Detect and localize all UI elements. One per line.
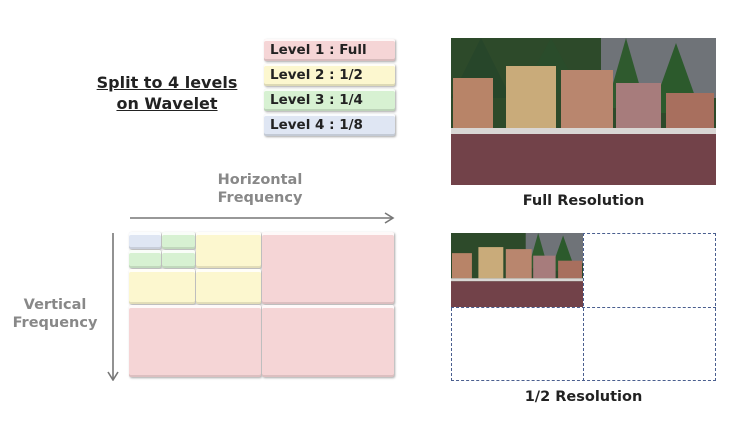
title-line-1: Split to 4 levels (96, 73, 238, 92)
vertical-frequency-label: Vertical Frequency (10, 296, 100, 332)
level-legend: Level 1 : Full Level 2 : 1/2 Level 3 : 1… (264, 39, 395, 139)
subband-level-2 (195, 268, 261, 304)
vertical-label-line-1: Vertical (23, 297, 87, 313)
village-photo-full (451, 38, 716, 185)
title-line-2: on Wavelet (116, 94, 218, 113)
subband-level-3 (162, 232, 195, 250)
horizontal-label-line-1: Horizontal (217, 172, 303, 188)
legend-level-3: Level 3 : 1/4 (264, 89, 395, 111)
horizontal-frequency-label: Horizontal Frequency (180, 171, 340, 207)
legend-level-2: Level 2 : 1/2 (264, 64, 395, 86)
subband-level-1 (262, 232, 394, 304)
subband-level-3 (129, 250, 162, 268)
legend-level-1: Level 1 : Full (264, 39, 395, 61)
half-resolution-horizontal-divider (451, 307, 716, 308)
half-resolution-caption: 1/2 Resolution (524, 389, 643, 405)
half-resolution-image (451, 233, 583, 307)
full-resolution-image (451, 38, 716, 185)
subband-level-2 (195, 232, 261, 268)
village-photo-half (451, 233, 583, 307)
wavelet-subband-grid (129, 232, 395, 378)
horizontal-label-line-2: Frequency (217, 190, 303, 206)
legend-level-4: Level 4 : 1/8 (264, 114, 395, 136)
full-resolution-caption: Full Resolution (522, 193, 645, 209)
vertical-arrow-icon (107, 233, 119, 381)
subband-level-1 (262, 305, 394, 377)
vertical-label-line-2: Frequency (12, 315, 98, 331)
subband-level-2 (129, 268, 195, 304)
diagram-title: Split to 4 levels on Wavelet (82, 72, 252, 114)
subband-level-4 (129, 232, 162, 250)
subband-level-1 (129, 305, 261, 377)
subband-level-3 (162, 250, 195, 268)
horizontal-arrow-icon (130, 212, 395, 224)
